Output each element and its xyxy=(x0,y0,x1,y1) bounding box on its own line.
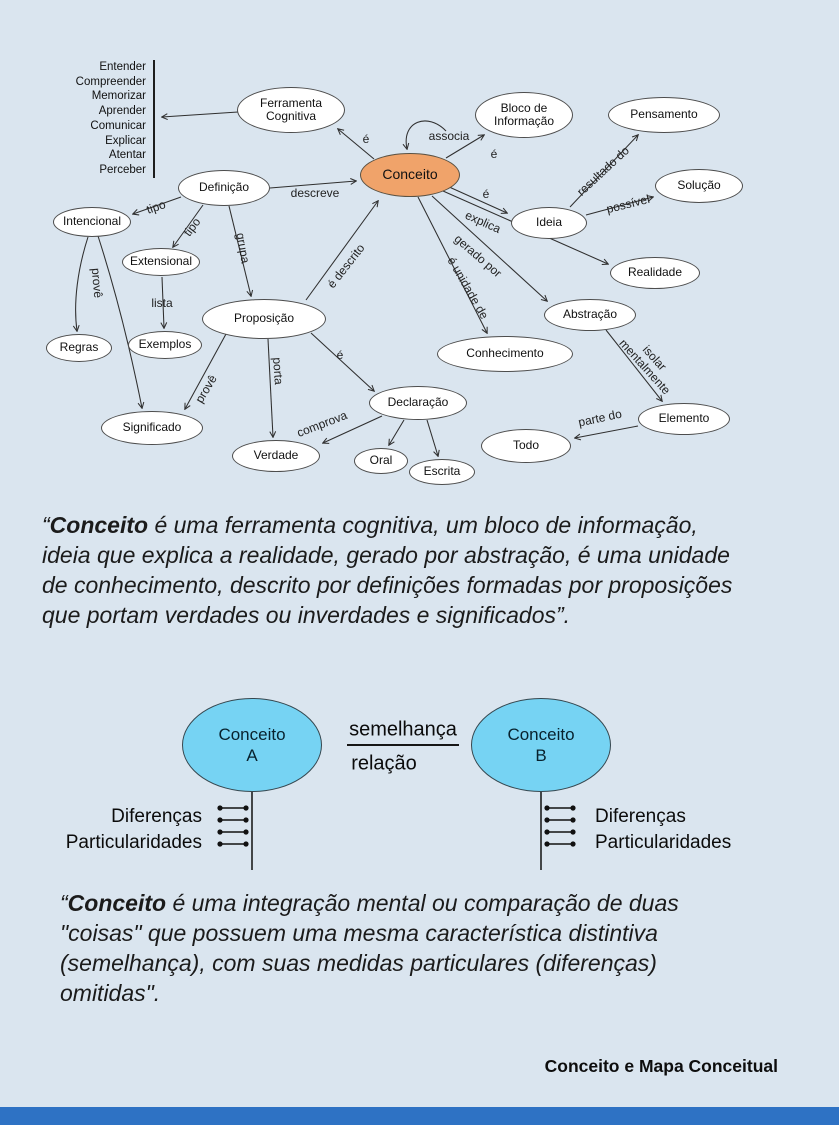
node-ferramenta-cognitiva: Ferramenta Cognitiva xyxy=(237,87,345,133)
node-conceito: Conceito xyxy=(360,153,460,197)
node-intencional: Intencional xyxy=(53,207,131,237)
node-regras: Regras xyxy=(46,334,112,362)
edge-ferramenta-verbos xyxy=(162,111,239,117)
node-definicao: Definição xyxy=(178,170,270,206)
node-proposicao: Proposição xyxy=(202,299,326,339)
label-right-differences: Diferenças Particularidades xyxy=(595,804,765,856)
concept-map-edges xyxy=(0,111,839,505)
edge-ideia-pensamento xyxy=(569,135,638,208)
edge-intencional-regras xyxy=(76,236,89,331)
edge-proposicao-declaracao xyxy=(310,332,374,391)
edge-label-e-bloco: é xyxy=(490,147,498,161)
node-declaracao: Declaração xyxy=(369,386,467,420)
page-title: Conceito e Mapa Conceitual xyxy=(544,1056,778,1076)
edge-associa-loop xyxy=(406,120,447,149)
verb-item: Explicar xyxy=(105,134,146,147)
node-extensional: Extensional xyxy=(122,248,200,276)
edge-label-descreve: descreve xyxy=(290,186,340,200)
edge-abstracao-elemento xyxy=(605,329,662,401)
edge-conceito-ideia xyxy=(446,185,507,213)
edge-definicao-intencional xyxy=(133,196,182,214)
edge-proposicao-conceito xyxy=(305,201,378,301)
edge-definicao-proposicao xyxy=(228,205,251,296)
label-relacao: relação xyxy=(351,752,417,775)
quote-integration: “Conceito é uma integração mental ou com… xyxy=(60,888,710,1008)
edge-conceito-conhecimento xyxy=(417,196,487,333)
node-elemento: Elemento xyxy=(638,403,730,435)
label-particularidades: Particularidades xyxy=(65,832,202,853)
edge-label-e-declaracao: é xyxy=(336,348,344,362)
ladder-right xyxy=(540,792,576,870)
quote-body: é uma ferramenta cognitiva, um bloco de … xyxy=(42,512,733,628)
edge-intencional-significado xyxy=(97,235,142,408)
edge-elemento-todo xyxy=(575,425,639,438)
node-conceito-b: Conceito B xyxy=(471,698,611,792)
quote-body: é uma integração mental ou comparação de… xyxy=(60,890,679,1006)
edge-conceito-bloco xyxy=(445,135,484,159)
node-conhecimento: Conhecimento xyxy=(437,336,573,372)
edge-proposicao-verdade xyxy=(267,338,273,437)
verb-item: Comunicar xyxy=(90,119,146,132)
label-left-differences: Diferenças Particularidades xyxy=(38,804,202,856)
node-todo: Todo xyxy=(481,429,571,463)
node-verdade: Verdade xyxy=(232,440,320,472)
label-particularidades: Particularidades xyxy=(595,832,732,853)
label-diferencas: Diferenças xyxy=(111,806,202,827)
node-realidade: Realidade xyxy=(610,257,700,289)
node-significado: Significado xyxy=(101,411,203,445)
verb-item: Perceber xyxy=(99,163,146,176)
edge-declaracao-escrita xyxy=(426,419,438,456)
verb-item: Aprender xyxy=(98,105,146,118)
quote-open: “ xyxy=(42,512,50,538)
node-solucao: Solução xyxy=(655,169,743,203)
node-oral: Oral xyxy=(354,448,408,474)
verb-list: Entender Compreender Memorizar Aprender … xyxy=(58,60,155,178)
ladder-left xyxy=(217,792,253,870)
edge-definicao-conceito xyxy=(269,181,356,189)
node-escrita: Escrita xyxy=(409,459,475,485)
edge-label-e-ideia: é xyxy=(482,187,490,201)
node-abstracao: Abstração xyxy=(544,299,636,331)
edge-label-porta: porta xyxy=(270,356,286,386)
bottom-bar xyxy=(0,1107,839,1125)
verb-item: Entender xyxy=(99,61,146,73)
label-diferencas: Diferenças xyxy=(595,806,686,827)
verb-item: Compreender xyxy=(75,75,146,88)
quote-lead: Conceito xyxy=(67,890,167,916)
edge-label-associa: associa xyxy=(428,129,470,143)
node-bloco-de-informacao: Bloco de Informação xyxy=(475,92,573,138)
edge-conceito-ferramenta xyxy=(338,129,375,160)
quote-definition: “Conceito é uma ferramenta cognitiva, um… xyxy=(42,510,750,630)
relation-line xyxy=(347,744,459,746)
node-ideia: Ideia xyxy=(511,207,587,239)
edge-conceito-abstracao xyxy=(431,195,547,301)
node-pensamento: Pensamento xyxy=(608,97,720,133)
edge-label-e-ferramenta: é xyxy=(362,132,370,146)
edge-proposicao-significado xyxy=(185,333,227,409)
node-conceito-a: Conceito A xyxy=(182,698,322,792)
label-semelhanca: semelhança xyxy=(349,718,457,741)
edge-label-prove-1: provê xyxy=(88,267,106,299)
edge-extensional-exemplos xyxy=(162,276,164,328)
edge-definicao-extensional xyxy=(173,204,204,247)
edge-label-lista: lista xyxy=(151,296,173,310)
edge-declaracao-verdade xyxy=(323,415,383,443)
node-exemplos: Exemplos xyxy=(128,331,202,359)
quote-lead: Conceito xyxy=(49,512,149,538)
edge-declaracao-oral xyxy=(389,419,405,445)
verb-item: Atentar xyxy=(108,149,146,162)
edge-ideia-solucao xyxy=(585,197,653,216)
verb-item: Memorizar xyxy=(91,90,146,103)
quote-open: “ xyxy=(60,890,68,916)
